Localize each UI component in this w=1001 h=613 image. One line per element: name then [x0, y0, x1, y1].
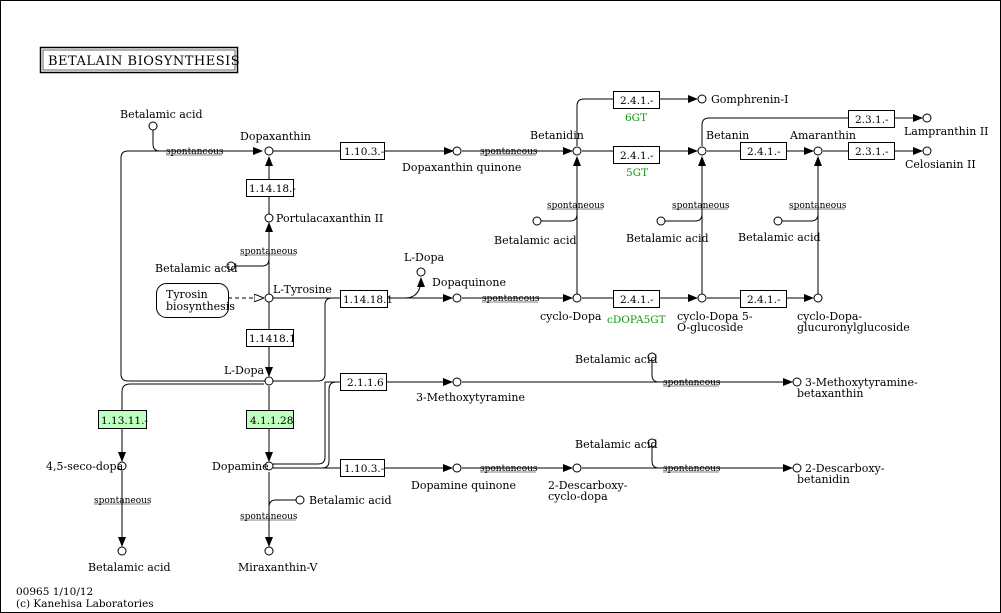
enzyme-box-e_1_10_3_a[interactable]: 1.10.3.-: [340, 142, 385, 160]
svg-text:Tyrosin: Tyrosin: [166, 288, 208, 301]
svg-text:spontaneous: spontaneous: [663, 378, 721, 388]
map-link-tyrosin-biosynthesis[interactable]: Tyrosin biosynthesis: [156, 283, 236, 318]
label-cyclo-dopa-glucoside: cyclo-Dopa 5-O-glucoside: [677, 310, 753, 334]
label-amaranthin: Amaranthin: [789, 129, 856, 142]
compound-labels: Betalamic acid Dopaxanthin Dopaxanthin q…: [46, 93, 989, 574]
label-celosianin: Celosianin II: [905, 158, 976, 171]
svg-text:spontaneous: spontaneous: [240, 247, 298, 257]
enzyme-box-e_2_4_1_betanin[interactable]: 2.4.1.-: [613, 146, 660, 164]
label-dopaxanthin-quinone: Dopaxanthin quinone: [402, 161, 521, 174]
spontaneous-labels: spontaneous spontaneous spontaneous spon…: [94, 147, 847, 522]
svg-text:spontaneous: spontaneous: [480, 464, 538, 474]
label-lampranthin: Lampranthin II: [904, 125, 989, 138]
enzyme-box-e_2_4_1_gomph[interactable]: 2.4.1.-: [613, 91, 660, 109]
enzyme-box-e_1_10_3_b[interactable]: 1.10.3.-: [340, 459, 385, 477]
svg-text:2.4.1.-: 2.4.1.-: [747, 146, 781, 158]
svg-text:2.3.1.-: 2.3.1.-: [855, 146, 889, 158]
svg-text:spontaneous: spontaneous: [480, 147, 538, 157]
label-betanin: Betanin: [706, 129, 749, 142]
svg-text:spontaneous: spontaneous: [663, 464, 721, 474]
label-methoxytyramine-betaxanthin: 3-Methoxytyramine-betaxanthin: [797, 376, 918, 400]
svg-text:1.13.11.-: 1.13.11.-: [101, 415, 148, 427]
enzyme-box-e_2_4_1_cyc2[interactable]: 2.4.1.-: [740, 290, 787, 308]
link-line-2: biosynthesis: [166, 300, 235, 313]
link-line-1: Tyrosin: [166, 288, 208, 301]
label-l-tyrosine: L-Tyrosine: [273, 283, 332, 296]
enzyme-box-e_4_1_1_28[interactable]: 4.1.1.28: [246, 410, 294, 429]
svg-text:spontaneous: spontaneous: [672, 201, 730, 211]
footer-line-2: (c) Kanehisa Laboratories: [16, 598, 154, 610]
svg-text:2.3.1.-: 2.3.1.-: [855, 114, 889, 126]
label-dopaxanthin: Dopaxanthin: [240, 130, 311, 143]
svg-text:2.4.1.-: 2.4.1.-: [620, 95, 654, 107]
label-cyclo-dopa-glucuronyl: cyclo-Dopa-glucuronylglucoside: [797, 310, 910, 334]
svg-text:1.10.3.-: 1.10.3.-: [344, 463, 385, 475]
svg-text:1.10.3.-: 1.10.3.-: [344, 146, 385, 158]
label-miraxanthin-v: Miraxanthin-V: [238, 561, 318, 574]
svg-text:spontaneous: spontaneous: [547, 201, 605, 211]
svg-text:spontaneous: spontaneous: [240, 512, 298, 522]
label-betalamic-acid-5: Betalamic acid: [738, 231, 821, 244]
label-betanidin: Betanidin: [530, 129, 584, 142]
enzyme-box-e_2_3_1_celo[interactable]: 2.3.1.-: [848, 142, 895, 160]
label-l-dopa-top: L-Dopa: [404, 251, 445, 264]
label-dopamine-quinone: Dopamine quinone: [411, 479, 516, 492]
compound-nodes[interactable]: [117, 94, 932, 556]
svg-text:spontaneous: spontaneous: [789, 201, 847, 211]
label-betalamic-acid-3: Betalamic acid: [494, 234, 577, 247]
gene-label-cdopa5gt[interactable]: cDOPA5GT: [607, 314, 666, 326]
label-3-methoxytyramine: 3-Methoxytyramine: [416, 391, 525, 404]
svg-text:2.4.1.-: 2.4.1.-: [620, 150, 654, 162]
map-title-box: BETALAIN BIOSYNTHESIS: [39, 46, 240, 74]
label-portulacaxanthin: Portulacaxanthin II: [276, 212, 383, 225]
label-betalamic-acid-9: Betalamic acid: [88, 561, 171, 574]
label-betalamic-acid-1: Betalamic acid: [120, 108, 203, 121]
footer-line-1: 00965 1/10/12: [16, 586, 93, 598]
gene-label-5gt[interactable]: 5GT: [626, 167, 648, 179]
svg-text:spontaneous: spontaneous: [482, 294, 540, 304]
svg-text:1.14.18.1: 1.14.18.1: [343, 294, 393, 306]
label-gomphrenin: Gomphrenin-I: [711, 93, 788, 106]
svg-text:spontaneous: spontaneous: [94, 496, 152, 506]
label-l-dopa: L-Dopa: [224, 364, 265, 377]
enzyme-box-e_1_14_18_1_h[interactable]: 1.14.18.1: [340, 290, 394, 308]
label-betalamic-acid-6: Betalamic acid: [575, 353, 658, 366]
label-betalamic-acid-4: Betalamic acid: [626, 232, 709, 245]
svg-text:2.4.1.-: 2.4.1.-: [747, 294, 781, 306]
label-descarboxy-betanidin: 2-Descarboxy-betanidin: [797, 462, 885, 486]
label-descarboxy-cyclo-dopa: 2-Descarboxy-cyclo-dopa: [548, 479, 628, 503]
svg-text:1.1418.1: 1.1418.1: [249, 333, 296, 345]
label-cyclo-dopa: cyclo-Dopa: [540, 310, 602, 323]
svg-text:biosynthesis: biosynthesis: [166, 300, 235, 313]
label-betalamic-acid-8: Betalamic acid: [309, 494, 392, 507]
enzyme-box-e_1_13_11[interactable]: 1.13.11.-: [98, 410, 149, 429]
label-betalamic-acid-2: Betalamic acid: [155, 262, 238, 275]
svg-text:spontaneous: spontaneous: [166, 147, 224, 157]
svg-text:1.14.18.-: 1.14.18.-: [249, 183, 296, 195]
enzyme-box-e_1_14_18_1_v[interactable]: 1.1418.1: [246, 329, 296, 347]
map-title: BETALAIN BIOSYNTHESIS: [48, 54, 240, 69]
label-seco-dopa: 4,5-seco-dopa: [46, 460, 124, 473]
enzyme-box-e_2_3_1_lamp[interactable]: 2.3.1.-: [848, 110, 895, 128]
svg-text:2.1.1.6: 2.1.1.6: [347, 377, 384, 389]
svg-text:4.1.1.28: 4.1.1.28: [250, 415, 293, 427]
enzyme-box-e_2_4_1_amar[interactable]: 2.4.1.-: [740, 142, 787, 160]
label-dopamine: Dopamine: [212, 460, 269, 473]
label-dopaquinone: Dopaquinone: [432, 276, 506, 289]
enzyme-box-e_2_4_1_cyc1[interactable]: 2.4.1.-: [613, 290, 660, 308]
enzyme-box-e_1_14_18_a[interactable]: 1.14.18.-: [246, 179, 297, 197]
label-betalamic-acid-7: Betalamic acid: [575, 438, 658, 451]
svg-text:2.4.1.-: 2.4.1.-: [620, 294, 654, 306]
enzyme-box-e_2_1_1_6[interactable]: 2.1.1.6: [340, 373, 387, 391]
gene-label-6gt[interactable]: 6GT: [625, 112, 647, 124]
